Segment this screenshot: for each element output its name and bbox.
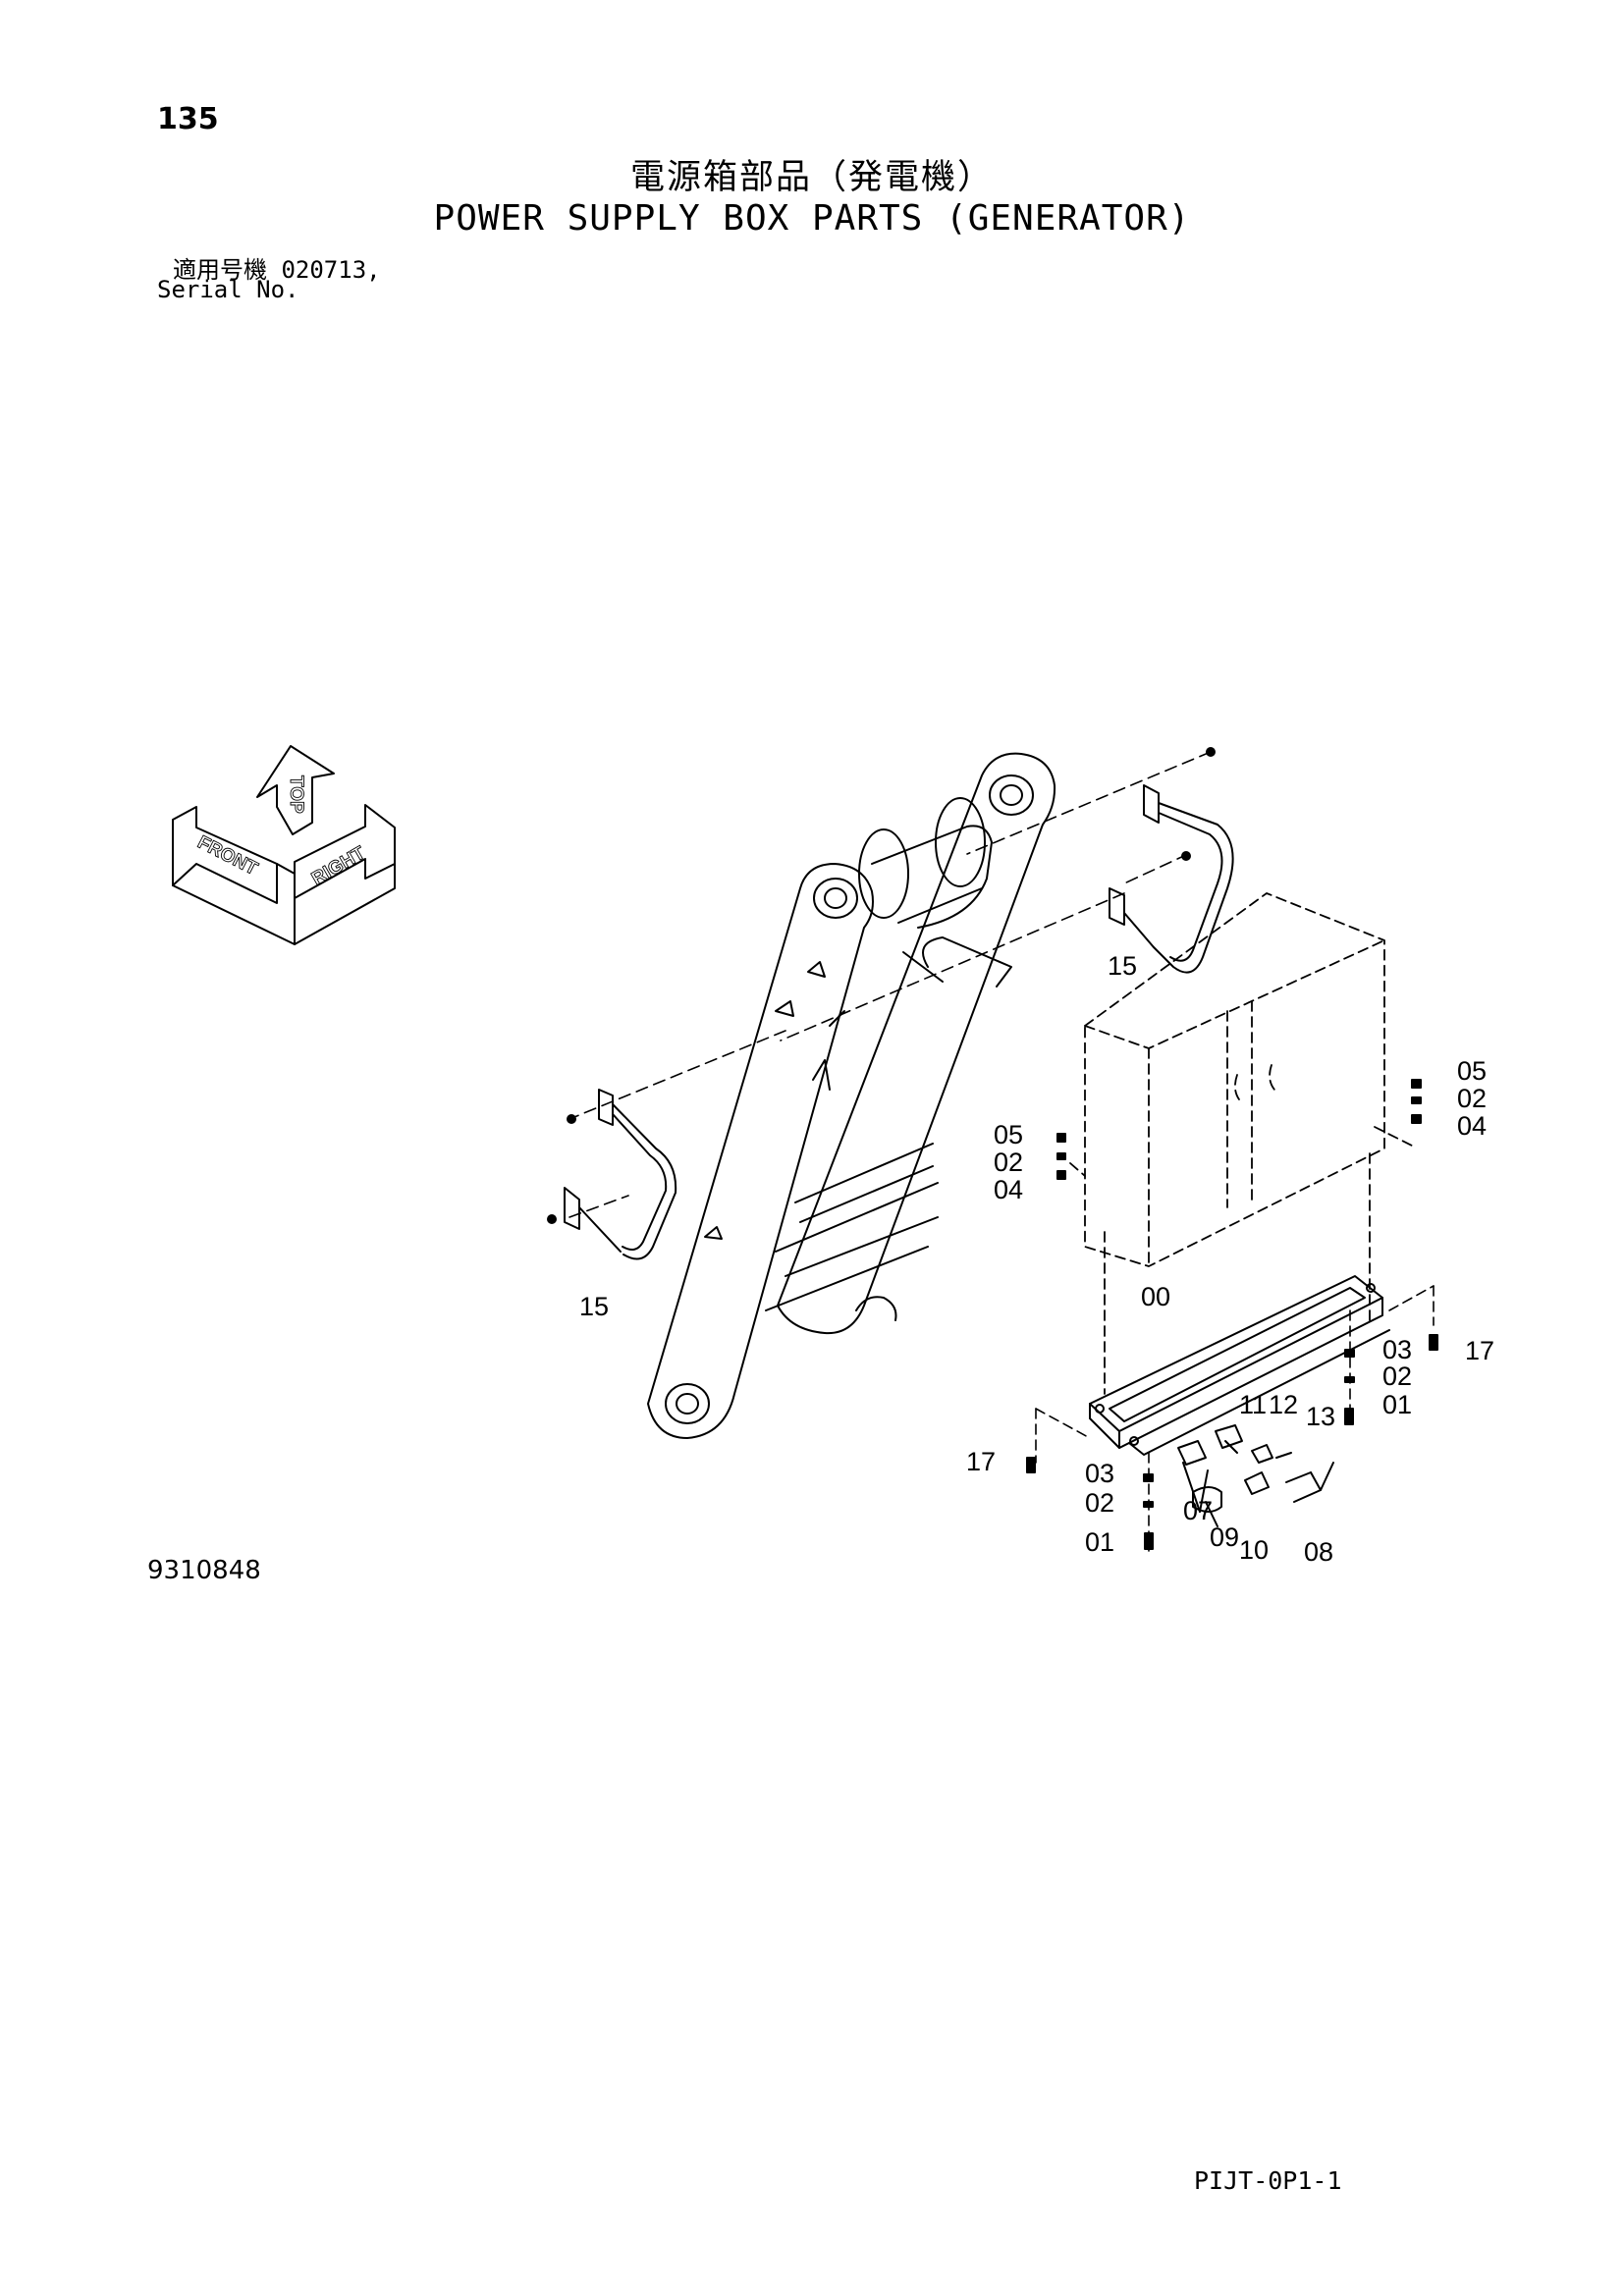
callout-09: 09	[1210, 1522, 1239, 1552]
serial-value: 020713,	[281, 256, 381, 284]
clamp-parts	[1177, 1424, 1334, 1527]
serial-label-en: Serial No.	[157, 276, 299, 303]
callout-01-right: 01	[1382, 1390, 1412, 1419]
callout-07: 07	[1183, 1496, 1213, 1525]
callout-04-left: 04	[994, 1175, 1023, 1204]
boom-frame	[647, 752, 1056, 1439]
callout-13: 13	[1306, 1402, 1335, 1431]
fasteners	[1026, 1079, 1438, 1550]
callout-05-right: 05	[1457, 1056, 1487, 1086]
top-label: TOP	[286, 775, 306, 814]
callout-17-left: 17	[966, 1447, 996, 1476]
page-title-japanese: 電源箱部品（発電機）	[629, 158, 994, 197]
power-supply-box	[1069, 892, 1415, 1395]
front-label: FRONT	[194, 832, 261, 881]
callout-15-lower: 15	[579, 1292, 609, 1321]
callout-03-right: 03	[1382, 1335, 1412, 1364]
serial-info-japanese: 適用号機 020713,	[173, 250, 381, 285]
callout-00: 00	[1141, 1282, 1170, 1311]
serial-label-jp: 適用号機	[173, 256, 267, 284]
page-title-english: POWER SUPPLY BOX PARTS (GENERATOR)	[433, 198, 1191, 239]
callout-11: 11	[1239, 1390, 1267, 1419]
top-arrow-icon	[256, 745, 335, 835]
callout-03-left: 03	[1085, 1459, 1114, 1488]
callout-05-left: 05	[994, 1120, 1023, 1149]
callout-10: 10	[1239, 1535, 1269, 1565]
callout-02-right-lower: 02	[1382, 1362, 1412, 1391]
page-number: 135	[157, 102, 219, 136]
callout-08: 08	[1304, 1537, 1333, 1567]
handrail-upper	[1109, 784, 1234, 974]
callout-12: 12	[1269, 1390, 1298, 1419]
callout-01-left: 01	[1085, 1527, 1114, 1557]
callout-15-upper: 15	[1108, 951, 1137, 981]
page-code: PIJT-0P1-1	[1194, 2166, 1342, 2195]
drawing-number: 9310848	[147, 1556, 261, 1585]
handrail-lower	[564, 1089, 677, 1260]
orientation-indicator	[172, 745, 396, 945]
callout-02-left: 02	[994, 1148, 1023, 1177]
callout-17-right: 17	[1465, 1336, 1494, 1365]
base-tray	[1089, 1275, 1390, 1456]
callout-04-right: 04	[1457, 1111, 1487, 1141]
callout-02-right: 02	[1457, 1084, 1487, 1113]
callout-02-left-lower: 02	[1085, 1488, 1114, 1518]
